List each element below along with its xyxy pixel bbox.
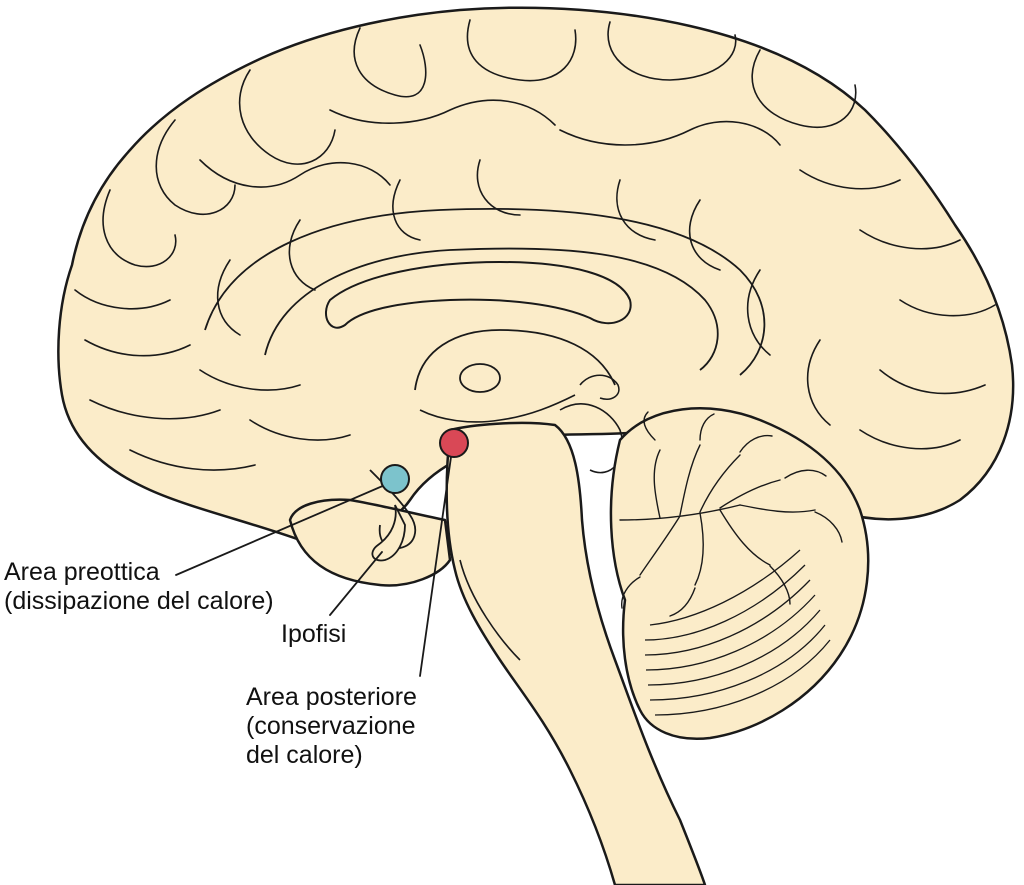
cingulate-sulcus (204, 207, 766, 376)
label-pituitary-line1: Ipofisi (281, 620, 347, 648)
leader-posterior (419, 449, 453, 677)
leader-pituitary (329, 551, 383, 616)
temporal-lobe (288, 498, 452, 587)
posterior-area-marker (439, 428, 469, 458)
label-posterior-area: Area posteriore (conservazione del calor… (246, 683, 417, 770)
pons-contour (459, 559, 521, 661)
arbor-vitae (619, 411, 843, 617)
cerebellum (609, 407, 870, 740)
label-posterior-line1: Area posteriore (246, 683, 417, 711)
third-ventricle-outline (419, 394, 576, 423)
brainstem (445, 421, 707, 885)
label-preoptic-line1: Area preottica (4, 558, 160, 586)
corpus-callosum (325, 260, 632, 329)
pineal-region (579, 374, 620, 400)
preoptic-area-marker (380, 464, 410, 494)
label-posterior-line3: del calore) (246, 741, 363, 769)
pituitary-stalk (371, 504, 406, 562)
fornix (414, 329, 616, 391)
label-posterior-line2: (conservazione (246, 712, 416, 740)
leader-preoptic (175, 484, 386, 576)
label-pituitary: Ipofisi (281, 620, 346, 649)
thalamus-adhesion (459, 363, 501, 393)
fourth-ventricle (559, 403, 624, 474)
leader-lines (175, 449, 453, 677)
cingulate-gyrus-inner (264, 247, 719, 371)
cerebellar-folia (644, 549, 831, 716)
cortical-sulci (74, 19, 996, 471)
label-preoptic-line2: (dissipazione del calore) (4, 587, 274, 615)
label-preoptic-area: Area preottica (dissipazione del calore) (4, 558, 274, 616)
